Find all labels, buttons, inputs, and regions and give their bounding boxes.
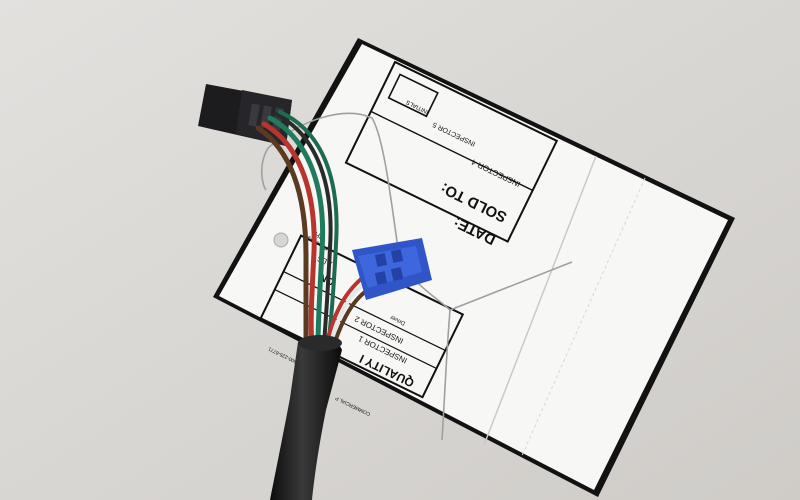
green-wire-a: [267, 115, 326, 348]
brown-wire: [255, 125, 309, 348]
tag-fold-line: [483, 155, 597, 446]
black-wire: [274, 112, 333, 347]
inspection-tag: DATE: SOLD TO: INSPECTOR 4 INSPECTOR 5 I…: [213, 38, 735, 497]
initials-box: [387, 73, 439, 118]
tag-hole: [273, 232, 289, 248]
tie-wire: [260, 112, 573, 441]
tag-face: [219, 44, 728, 490]
green-wire-b: [278, 110, 339, 347]
row-rh-label: RH: [314, 230, 326, 241]
cable-sheath: [270, 335, 342, 500]
red-wire: [261, 121, 317, 348]
wire-bundle: [255, 110, 380, 348]
tag-upper-box: [344, 60, 559, 243]
blue-connector: [352, 238, 432, 300]
